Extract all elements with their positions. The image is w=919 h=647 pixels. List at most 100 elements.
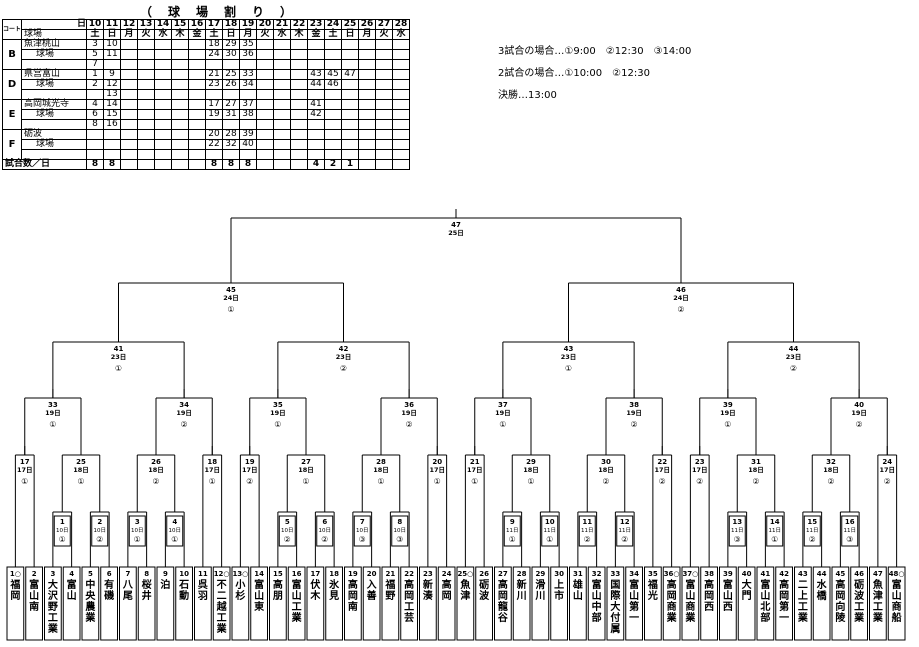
match-day: 10日 [56, 527, 69, 534]
match-slot: ① [77, 477, 84, 486]
team-name-char: 中 [592, 600, 602, 613]
match-day: 18日 [598, 466, 614, 474]
team-number: 33 [611, 570, 621, 578]
match-day: 11日 [806, 527, 819, 534]
team-name-char: 山 [592, 589, 602, 602]
team-name-char: 高 [442, 578, 452, 591]
match-slot: ① [434, 477, 441, 486]
match-slot: ① [546, 535, 553, 544]
team-number: 8 [144, 570, 149, 578]
team-name-char: 高 [835, 578, 845, 591]
match-slot: ① [377, 477, 384, 486]
team-name-char: 富 [592, 578, 602, 591]
team-name-char: 川 [516, 590, 527, 602]
schedule-note: 決勝…13:00 [498, 90, 557, 101]
team-name-char: 市 [554, 589, 564, 602]
match-slot: ② [96, 535, 103, 544]
match-slot: ① [274, 420, 281, 429]
match-number: 35 [273, 401, 283, 409]
match-slot: ① [59, 535, 66, 544]
team-name-char: 木 [309, 589, 321, 602]
team-name-char: 部 [760, 611, 770, 624]
court-letter: E [1, 99, 23, 130]
team-number: 30 [554, 570, 564, 578]
team-name-char: 尾 [123, 590, 133, 602]
team-name-char: 南 [29, 600, 39, 613]
team-name-char: 岡 [10, 590, 20, 602]
match-day: 19日 [495, 409, 511, 417]
match-number: 16 [845, 518, 855, 526]
team-name-char: 山 [254, 589, 264, 602]
team-name-char: 湊 [423, 589, 434, 602]
team-number: 15 [273, 570, 283, 578]
match-slot: ① [499, 420, 506, 429]
team-name-char: 富 [254, 578, 264, 591]
team-name-char: 杉 [235, 589, 245, 602]
total-label: 試合数／日 [1, 159, 88, 170]
match-number: 41 [114, 345, 124, 353]
team-name-char: 桜 [142, 578, 152, 591]
team-name-char: 第 [779, 600, 789, 613]
team-name-char: 山 [29, 589, 39, 602]
team-name-char: 氷 [328, 578, 340, 591]
match-number: 38 [629, 401, 639, 409]
match-slot: ② [677, 305, 684, 314]
match-number: 44 [789, 345, 799, 353]
team-number: 7 [125, 570, 130, 578]
match-slot: ① [565, 364, 572, 373]
team-name-char: 八 [122, 579, 134, 591]
match-slot: ① [302, 477, 309, 486]
team-number: 35 [648, 570, 658, 578]
match-number: 37 [498, 401, 508, 409]
team-number: 37○ [682, 570, 698, 578]
team-name-char: 滑 [535, 578, 545, 591]
match-number: 1 [60, 518, 65, 526]
team-number: 39 [723, 570, 733, 578]
match-day: 10日 [394, 527, 407, 534]
team-name-char: 西 [723, 601, 733, 613]
team-number: 9 [163, 570, 168, 578]
team-number: 27 [498, 570, 508, 578]
match-day: 10日 [169, 527, 182, 534]
match-box [128, 515, 146, 547]
team-name-char: 山 [723, 589, 733, 602]
match-slot: ① [724, 420, 731, 429]
team-name-char: 岡 [348, 590, 358, 602]
team-name-char: 大 [742, 578, 752, 591]
team-number: 44 [817, 570, 827, 578]
team-name-char: 向 [835, 600, 845, 613]
match-slot: ② [246, 477, 253, 486]
match-number: 17 [20, 458, 30, 466]
match-box [766, 515, 784, 547]
match-slot: ② [809, 535, 816, 544]
team-number: 13○ [232, 570, 248, 578]
match-slot: ② [856, 420, 863, 429]
team-name-char: 沢 [48, 589, 59, 602]
match-number: 27 [301, 458, 311, 466]
match-day: 18日 [73, 466, 89, 474]
team-name-char: 羽 [198, 590, 208, 602]
team-name-char: 岡 [498, 590, 508, 602]
match-day: 11日 [844, 527, 857, 534]
match-day: 10日 [94, 527, 107, 534]
match-slot: ② [584, 535, 591, 544]
match-number: 34 [179, 401, 189, 409]
match-day: 10日 [131, 527, 144, 534]
team-number: 42 [779, 570, 789, 578]
match-slot: ② [621, 535, 628, 544]
team-number: 41 [761, 570, 771, 578]
team-name-char: 山 [67, 589, 77, 602]
match-day: 17日 [242, 466, 258, 474]
match-slot: ① [49, 420, 56, 429]
match-number: 11 [582, 518, 592, 526]
match-number: 43 [564, 345, 574, 353]
team-name-char: 野 [48, 601, 58, 613]
team-name-char: 上 [798, 589, 808, 602]
match-day: 19日 [851, 409, 867, 417]
match-slot: ② [340, 364, 347, 373]
match-day: 18日 [748, 466, 764, 474]
team-number: 46 [854, 570, 864, 578]
team-number: 5 [88, 570, 93, 578]
team-number: 17 [311, 570, 321, 578]
